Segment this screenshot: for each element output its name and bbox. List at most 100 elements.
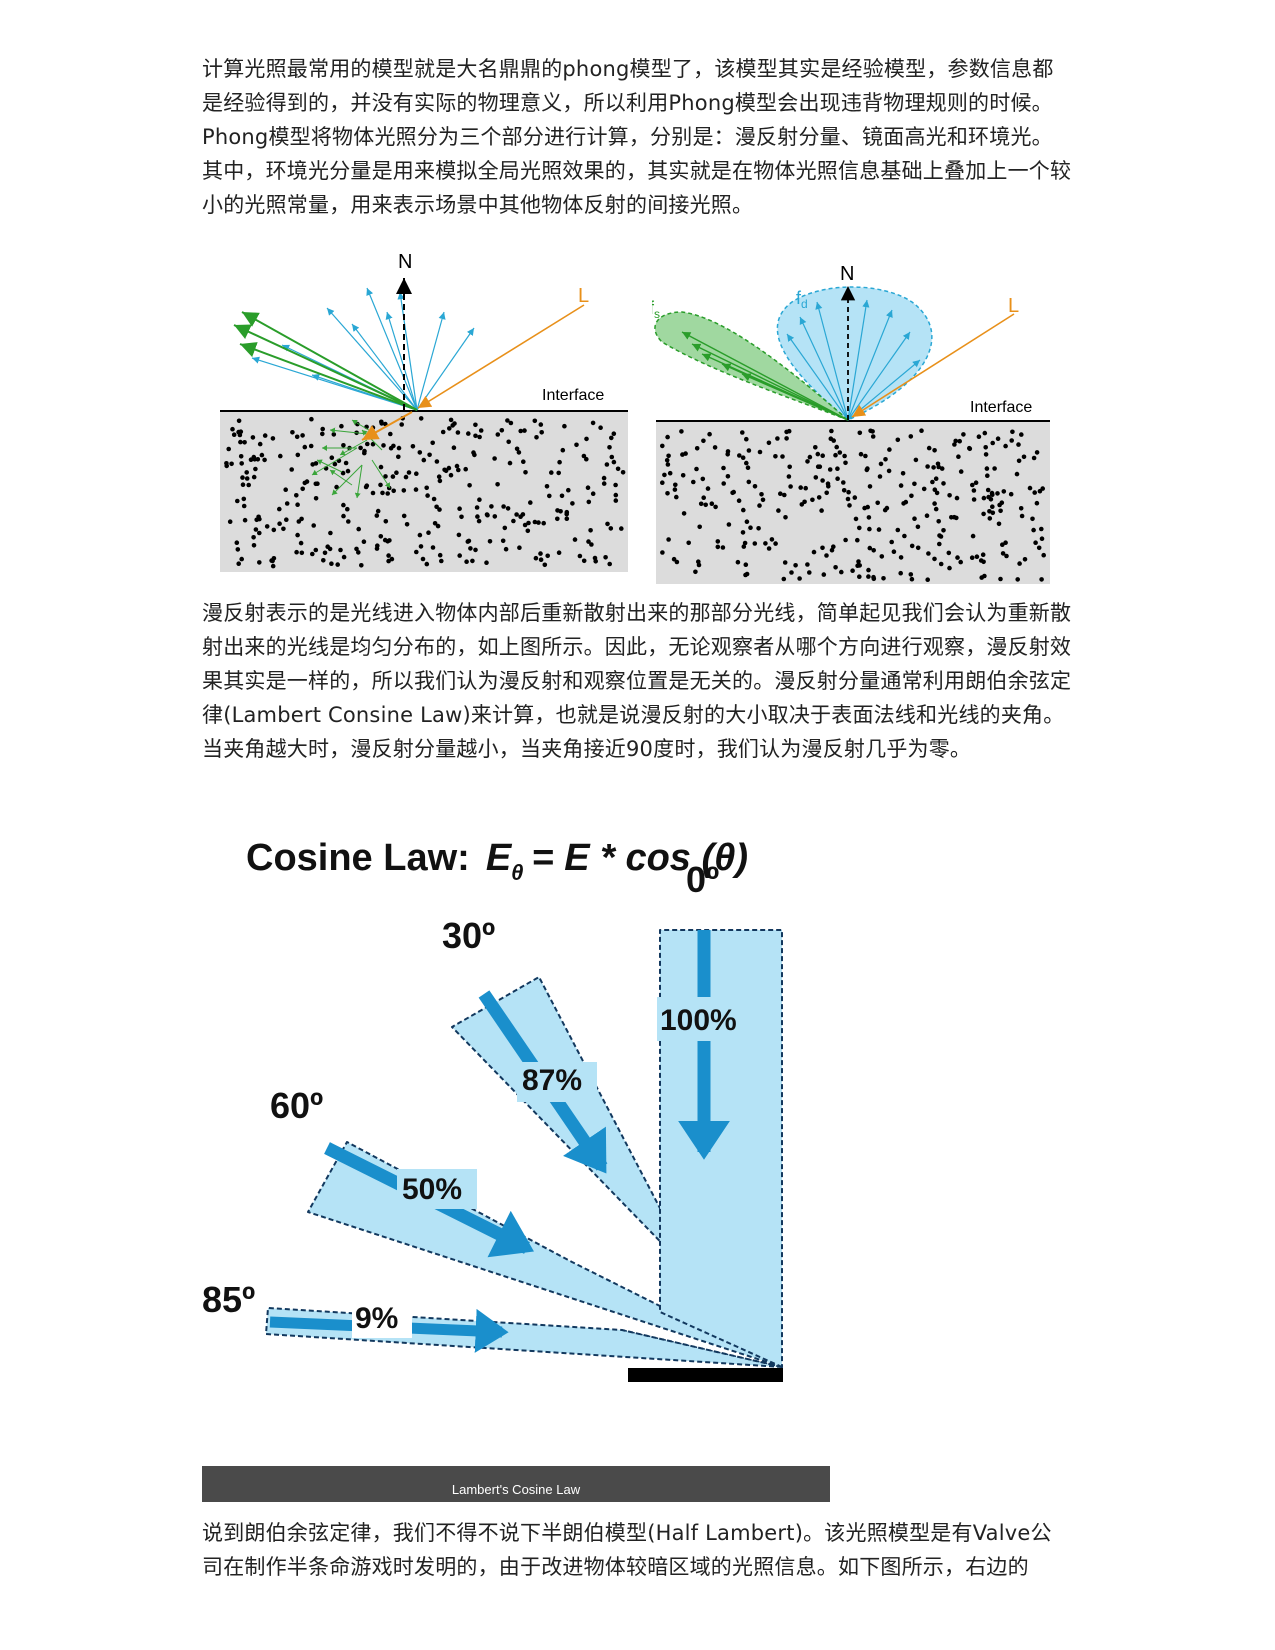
particle-dot [436, 474, 442, 479]
particle-dot [820, 478, 825, 483]
particle-dot [329, 561, 334, 566]
particle-dot [358, 445, 363, 451]
particle-dot [789, 570, 794, 575]
particle-dot [522, 428, 527, 433]
particle-dot [1030, 516, 1035, 522]
particle-dot [611, 459, 617, 465]
particle-dot [454, 463, 460, 469]
particle-dot [425, 493, 430, 498]
particle-dot [866, 567, 871, 573]
particle-dot [270, 563, 276, 569]
particle-dot [841, 488, 847, 493]
particle-dot [255, 457, 261, 462]
specular-rays [681, 331, 849, 421]
particle-dot [876, 527, 882, 532]
particle-dot [935, 461, 941, 467]
particle-dot [736, 498, 742, 503]
particle-dot [875, 500, 880, 506]
particle-dot [613, 482, 618, 488]
particle-dot [983, 445, 988, 450]
particle-dot [283, 487, 288, 492]
particle-dot [773, 541, 778, 546]
particle-dot [502, 525, 508, 531]
particle-dot [958, 469, 964, 474]
particle-dot [327, 546, 333, 552]
particle-dot [277, 521, 282, 526]
particle-dot [877, 474, 883, 479]
particle-dot [1016, 458, 1022, 464]
particle-dot [825, 481, 831, 486]
particle-dot [1034, 500, 1040, 506]
particle-dot [487, 539, 493, 544]
particle-dot [338, 547, 343, 553]
particle-dot [889, 539, 894, 545]
particle-dot [250, 435, 256, 440]
particle-dot [532, 418, 538, 424]
particle-dot [778, 491, 783, 496]
particle-dot [798, 485, 803, 490]
particle-dot [1039, 536, 1045, 541]
particle-dot [385, 491, 390, 496]
particle-dot [474, 505, 480, 510]
particle-dot [763, 541, 768, 546]
particle-dot [1040, 486, 1045, 491]
particle-dot [786, 428, 792, 434]
particle-dot [933, 506, 939, 512]
particle-dot [391, 488, 396, 494]
particle-dot [725, 452, 730, 457]
particle-dot [520, 512, 526, 517]
particle-dot [883, 457, 888, 462]
particle-dot [930, 479, 935, 485]
specular-rays [233, 311, 418, 411]
particle-dot [744, 571, 750, 577]
particle-dot [952, 442, 957, 447]
particle-dot [984, 466, 990, 471]
particle-dot [990, 504, 995, 509]
particle-dot [1001, 489, 1007, 494]
particle-dot [607, 561, 612, 567]
particle-dot [828, 436, 834, 441]
particle-dot [364, 483, 370, 488]
particle-dot [985, 487, 991, 493]
particle-dot [226, 446, 231, 452]
particle-dot [492, 456, 497, 461]
particle-dot [506, 439, 512, 445]
particle-dot [740, 430, 745, 435]
particle-dot [788, 484, 793, 489]
particle-dot [277, 506, 282, 512]
particle-dot [660, 550, 665, 555]
particle-dot [662, 472, 667, 478]
particle-dot [824, 553, 829, 558]
particle-dot [891, 549, 897, 554]
particle-dot [390, 474, 396, 479]
particle-dot [533, 555, 539, 561]
particle-dot [238, 439, 243, 445]
particle-dot [865, 466, 870, 471]
particle-dot [703, 502, 708, 508]
particle-dot [776, 508, 781, 513]
particle-dot [1014, 471, 1020, 477]
particle-dot [374, 513, 380, 518]
particle-dot [295, 532, 300, 538]
particle-dot [611, 431, 617, 436]
particle-dot [701, 495, 706, 500]
particle-dot [284, 517, 289, 522]
particle-dot [839, 569, 844, 575]
particle-dot [528, 500, 533, 505]
particle-dot [694, 466, 699, 472]
particle-dot [574, 442, 579, 448]
particle-dot [672, 487, 678, 492]
particle-dot [898, 570, 903, 576]
particle-dot [990, 440, 995, 446]
particle-dot [978, 558, 984, 563]
particle-dot [843, 537, 848, 543]
particle-dot [536, 520, 541, 525]
particle-dot [835, 476, 840, 481]
angle-label-0: 0º [686, 859, 719, 900]
angle-label-60: 60º [270, 1085, 323, 1126]
particle-dot [476, 518, 482, 524]
particle-dot [475, 514, 480, 519]
percent-label-0: 100% [660, 1004, 737, 1037]
particle-dot [246, 482, 251, 488]
particle-dot [532, 519, 538, 525]
